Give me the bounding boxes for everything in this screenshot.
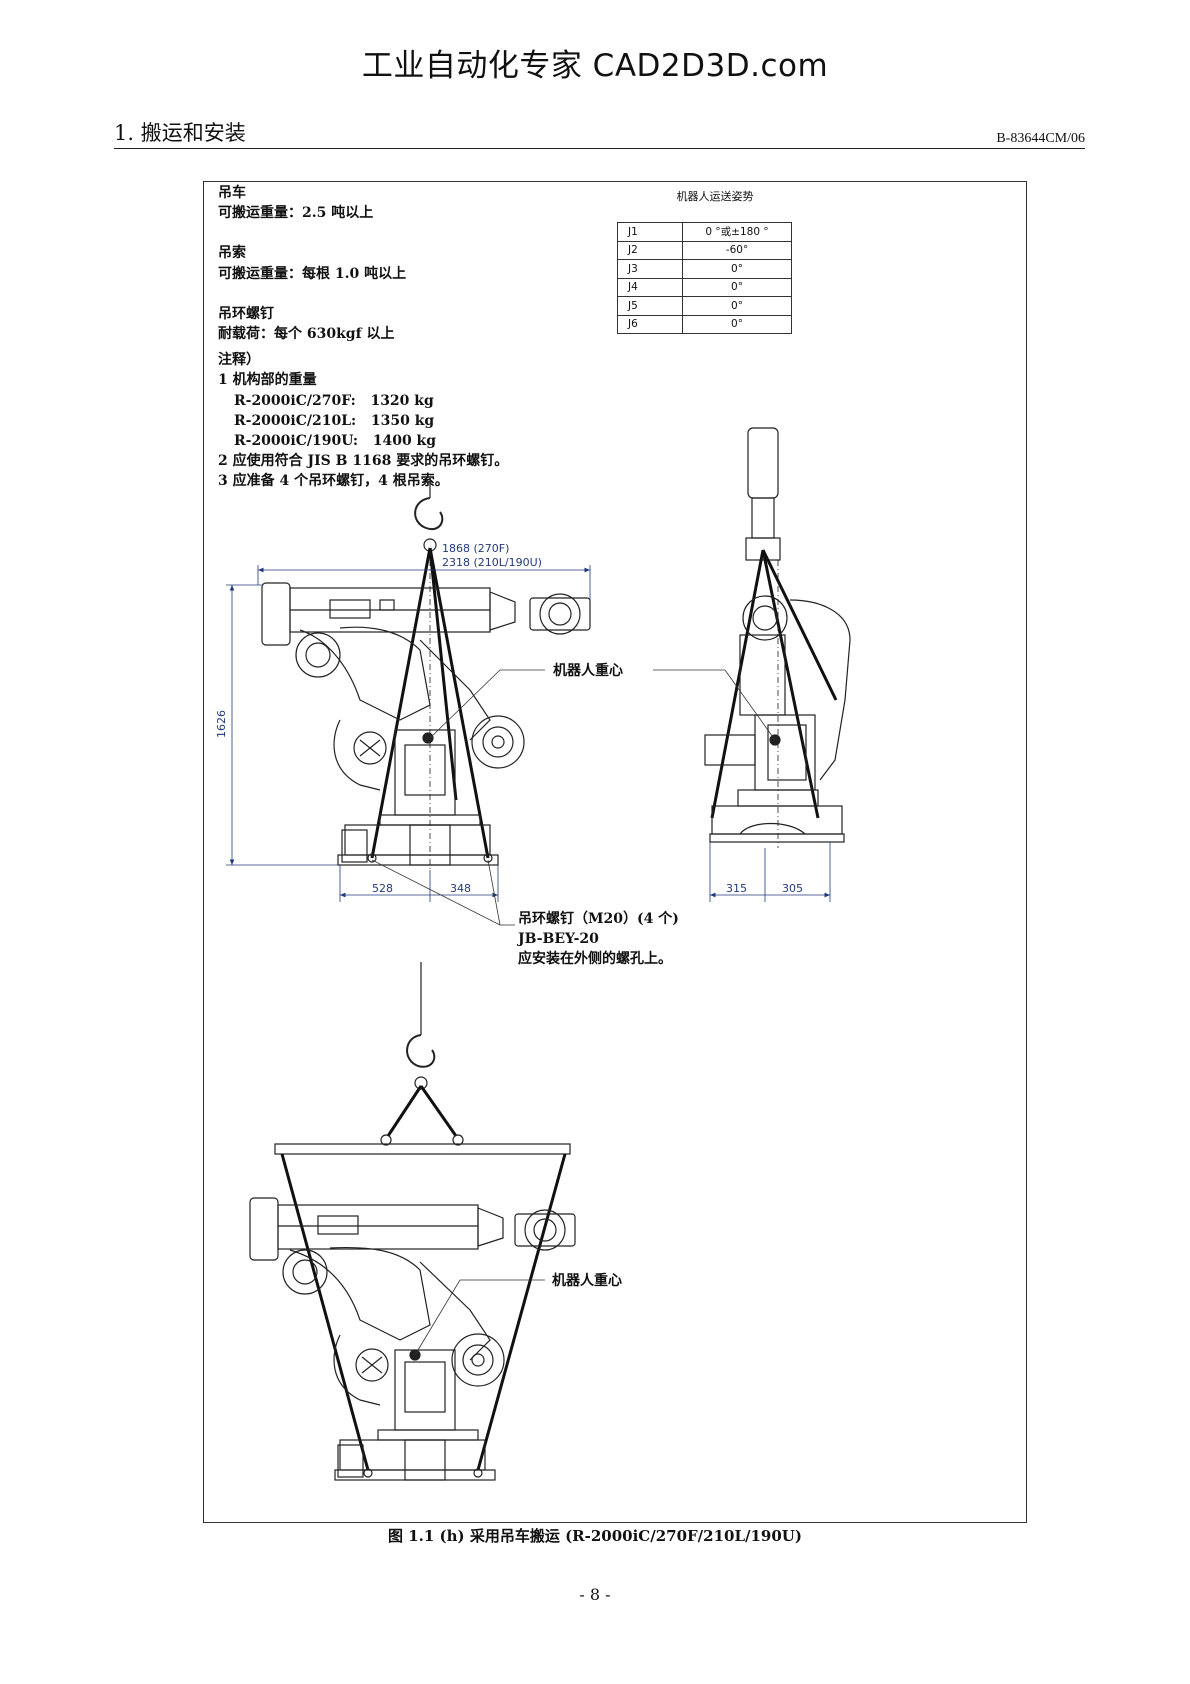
eyebolt-label-line3: 应安装在外侧的螺孔上。	[518, 950, 672, 967]
crane-capacity: 可搬运重量：2.5 吨以上	[218, 205, 374, 222]
angle-cell: 0 °或±180 °	[682, 222, 792, 242]
weight-model: R-2000iC/190U:	[234, 433, 359, 450]
side-view-crane-lift	[226, 478, 591, 926]
document-id: B-83644CM/06	[996, 131, 1085, 146]
remark-1: 1 机构部的重量	[218, 372, 317, 389]
angle-cell: 0°	[682, 277, 792, 297]
sling-capacity: 可搬运重量：每根 1.0 吨以上	[218, 265, 407, 282]
table-row: J2-60°	[617, 240, 792, 260]
dim-base-right: 348	[450, 882, 471, 895]
robot-j2-joint	[295, 632, 341, 678]
crane-title: 吊车	[218, 185, 246, 201]
robot-base-side	[334, 1439, 496, 1481]
page-header: 1. 搬运和安装 B-83644CM/06	[114, 120, 1085, 149]
eyebolt-label-line1: 吊环螺钉（M20）(4 个)	[518, 910, 679, 927]
watermark-text: 工业自动化专家 CAD2D3D.com	[361, 48, 829, 84]
dimension-lines	[226, 565, 591, 902]
angle-cell: 0°	[682, 314, 792, 334]
robot-wrist-front	[745, 427, 781, 561]
weight-value: 1350 kg	[370, 412, 435, 429]
weight-row-1: R-2000iC/270F: 1320 kg	[218, 391, 508, 411]
robot-arm-side	[261, 582, 591, 741]
weight-model: R-2000iC/210L:	[234, 412, 357, 429]
weight-row-3: R-2000iC/190U: 1400 kg	[218, 431, 508, 451]
page-number: - 8 -	[579, 1585, 611, 1604]
eyebolt-load: 耐载荷：每个 630kgf 以上	[218, 326, 395, 343]
eyebolt-title: 吊环螺钉	[218, 305, 274, 322]
dim-base-left: 528	[372, 882, 393, 895]
robot-body-front	[704, 595, 851, 843]
sling-lines	[386, 1085, 458, 1137]
spreader-beam	[274, 1134, 571, 1155]
weight-value: 1400 kg	[372, 433, 437, 450]
cog-leader	[414, 1279, 545, 1356]
dim-length-270f: 1868 (270F)	[442, 542, 509, 555]
sling-title: 吊索	[218, 245, 246, 262]
eyebolt-leader	[371, 859, 515, 926]
center-of-gravity-icon	[422, 560, 434, 870]
robot-body-side	[333, 715, 525, 826]
remark-3: 3 应准备 4 个吊环螺钉，4 根吊索。	[218, 473, 449, 490]
lifting-notes: 吊车 可搬运重量：2.5 吨以上 吊索 可搬运重量：每根 1.0 吨以上 吊环螺…	[218, 183, 508, 492]
cog-leader	[429, 669, 545, 739]
remark-2: 2 应使用符合 JIS B 1168 要求的吊环螺钉。	[218, 453, 509, 470]
sling-lines	[370, 547, 490, 859]
cog-label-top: 机器人重心	[553, 662, 623, 679]
crane-hook-icon	[406, 962, 436, 1090]
dim-side-right: 305	[782, 882, 803, 895]
figure-frame	[203, 181, 1027, 1523]
weight-model: R-2000iC/270F:	[234, 392, 356, 409]
robot-arm-side	[249, 1197, 576, 1361]
front-view-crane-lift	[653, 427, 851, 902]
sling-lines	[710, 549, 838, 819]
crane-hook-icon	[414, 478, 444, 552]
figure-caption: 图 1.1 (h) 采用吊车搬运 (R-2000iC/270F/210L/190…	[387, 1527, 802, 1545]
cog-label-bottom: 机器人重心	[552, 1272, 622, 1289]
weight-value: 1320 kg	[370, 392, 434, 409]
weight-row-2: R-2000iC/210L: 1350 kg	[218, 411, 508, 431]
sling-lines	[280, 1153, 567, 1471]
posture-table-title: 机器人运送姿势	[676, 190, 754, 203]
chapter-title: 1. 搬运和安装	[114, 121, 246, 145]
eyebolt-label-line2: JB-BEY-20	[516, 931, 599, 947]
dim-side-left: 315	[726, 882, 747, 895]
robot-body-side	[333, 1333, 505, 1441]
cog-leader	[653, 669, 776, 741]
dim-length-210l-190u: 2318 (210L/190U)	[442, 556, 542, 569]
remarks-title: 注释）	[218, 352, 260, 369]
robot-base-side	[337, 824, 499, 866]
spreader-beam-view	[249, 962, 576, 1481]
dim-height: 1626	[215, 710, 228, 738]
dimension-lines	[709, 842, 831, 902]
robot-j2-joint	[282, 1249, 328, 1295]
